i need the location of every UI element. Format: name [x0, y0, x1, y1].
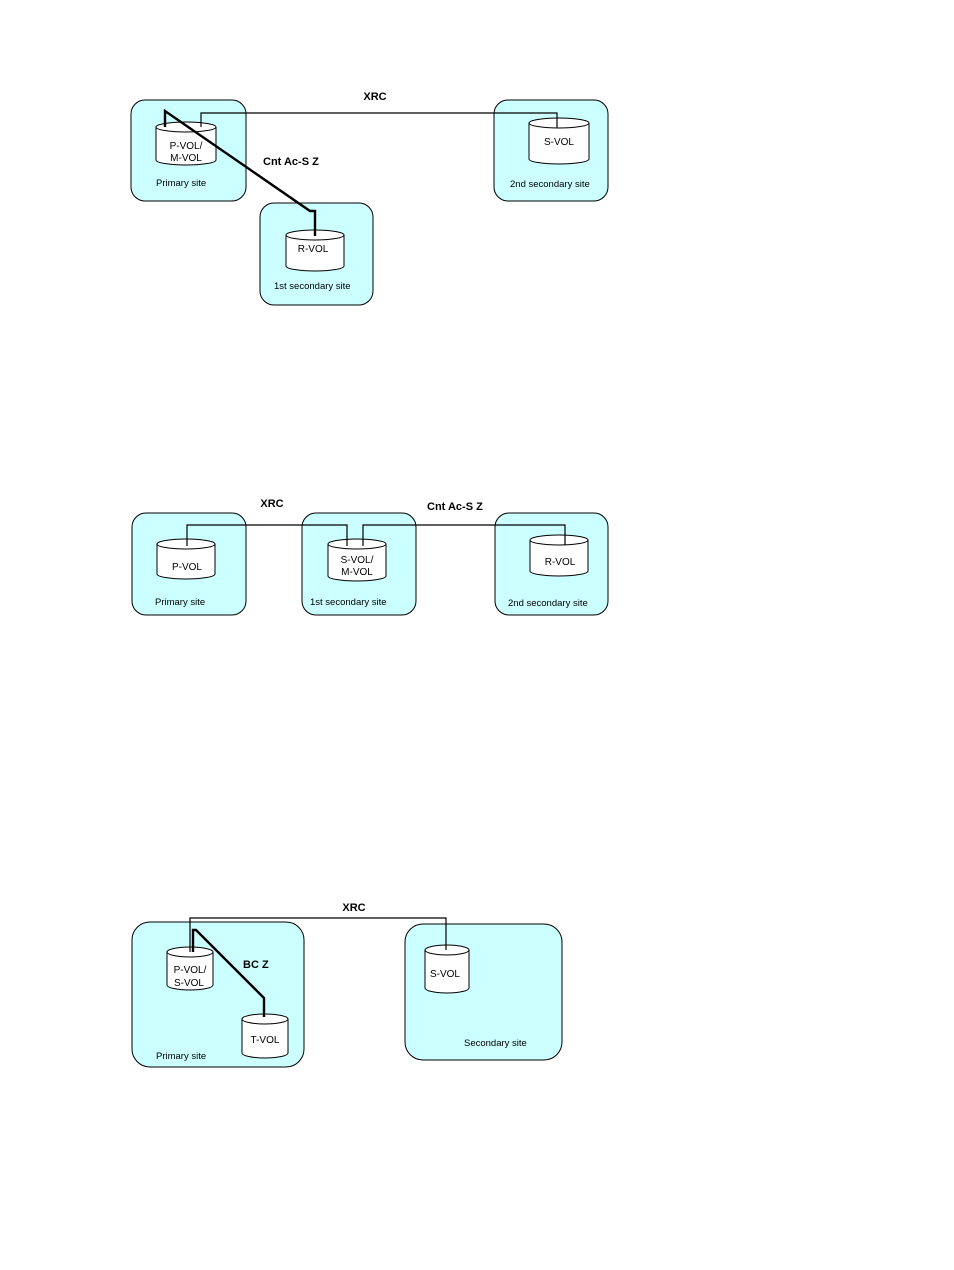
volume-label-line-2: M-VOL [170, 153, 202, 164]
cnt-label: Cnt Ac-S Z [427, 501, 483, 513]
xrc-label: XRC [342, 902, 365, 914]
volume-label: R-VOL [545, 557, 576, 568]
secondary-site-label: Secondary site [464, 1038, 527, 1049]
second-secondary-site-label: 2nd secondary site [508, 598, 588, 609]
r-vol-cylinder: R-VOL [286, 230, 344, 271]
s-vol-cylinder: S-VOL [425, 945, 469, 993]
volume-label-line-1: S-VOL/ [341, 555, 374, 566]
diagram-1: P-VOL/ M-VOL S-VOL R-VOL XRC Cnt Ac-S Z … [131, 91, 608, 305]
first-secondary-site-label: 1st secondary site [310, 597, 387, 608]
diagram-2: P-VOL S-VOL/ M-VOL R-VOL XRC Cnt Ac-S Z … [132, 498, 608, 615]
volume-label: S-VOL [544, 137, 574, 148]
volume-label-line-1: P-VOL/ [170, 141, 203, 152]
cnt-label: Cnt Ac-S Z [263, 156, 319, 168]
volume-label-line-2: S-VOL [174, 978, 204, 989]
primary-site-label: Primary site [156, 1051, 206, 1062]
p-vol-cylinder: P-VOL [157, 539, 215, 579]
volume-label: R-VOL [298, 244, 329, 255]
volume-label: S-VOL [430, 969, 460, 980]
volume-label-line-1: P-VOL/ [174, 965, 207, 976]
volume-label: P-VOL [172, 562, 202, 573]
xrc-label: XRC [363, 91, 386, 103]
s-vol-cylinder: S-VOL [529, 118, 589, 164]
primary-site-label: Primary site [156, 178, 206, 189]
t-vol-cylinder: T-VOL [242, 1014, 288, 1058]
s-vol-m-vol-cylinder: S-VOL/ M-VOL [328, 539, 386, 581]
r-vol-cylinder: R-VOL [530, 535, 588, 576]
second-secondary-site-label: 2nd secondary site [510, 179, 590, 190]
xrc-label: XRC [260, 498, 283, 510]
volume-label-line-2: M-VOL [341, 567, 373, 578]
first-secondary-site-label: 1st secondary site [274, 281, 351, 292]
volume-label: T-VOL [251, 1035, 280, 1046]
p-vol-m-vol-cylinder: P-VOL/ M-VOL [156, 122, 216, 165]
diagram-3: P-VOL/ S-VOL T-VOL S-VOL XRC BC Z Primar… [132, 902, 562, 1067]
p-vol-s-vol-cylinder: P-VOL/ S-VOL [167, 947, 213, 990]
primary-site-label: Primary site [155, 597, 205, 608]
bc-label: BC Z [243, 959, 269, 971]
